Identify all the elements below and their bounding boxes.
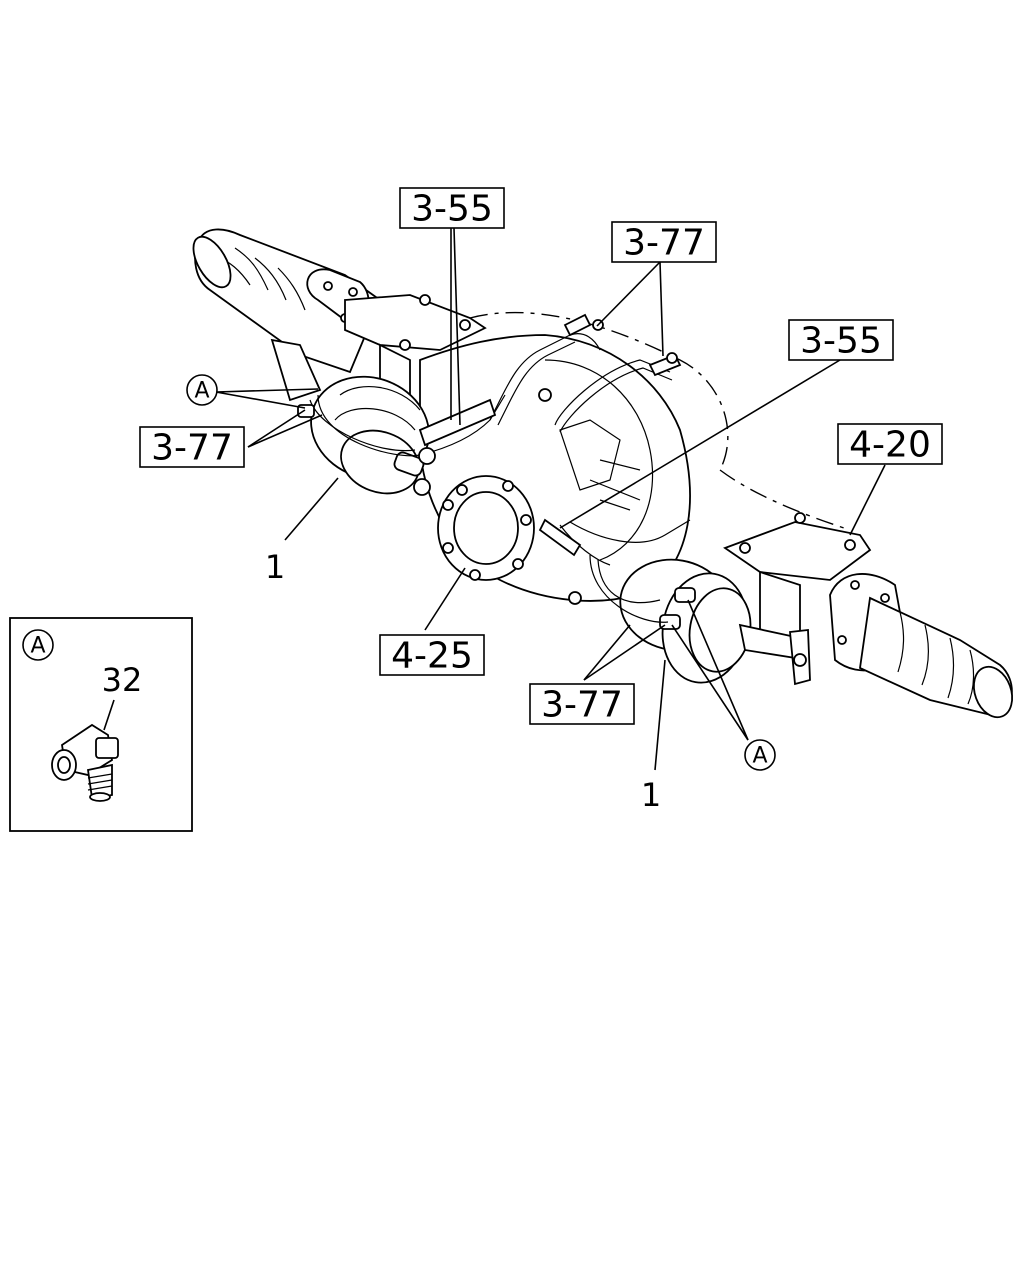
brake-chamber-left — [270, 338, 506, 496]
brake-chamber-right — [589, 554, 811, 686]
part-number-1-bottom: 1 — [641, 776, 661, 814]
ref-4-25: 4-25 — [379, 634, 485, 677]
rear-axle-housing — [192, 228, 1014, 719]
callout-a-left-label: A — [194, 379, 209, 404]
callout-a-right-label: A — [752, 744, 767, 769]
ref-3-77-top: 3-77 — [611, 221, 717, 264]
inset-a-label: A — [30, 634, 45, 659]
inset-detail-a: A 32 — [9, 617, 193, 832]
ref-3-77-top-label: 3-77 — [623, 223, 705, 264]
leader-lines — [215, 227, 886, 771]
callout-a-right: A — [744, 739, 776, 771]
ref-3-77-bottom-label: 3-77 — [541, 685, 623, 726]
part-number-1-left: 1 — [265, 548, 285, 586]
brake-pipes — [418, 313, 691, 566]
ref-4-20-label: 4-20 — [849, 425, 931, 466]
ref-3-77-left-label: 3-77 — [151, 428, 233, 469]
ref-3-55-top-label: 3-55 — [411, 189, 493, 230]
callout-a-left: A — [186, 374, 218, 406]
ref-3-55-right: 3-55 — [788, 319, 894, 362]
ref-3-55-top: 3-55 — [399, 187, 505, 230]
elbow-fitting-icon — [51, 723, 119, 802]
ref-3-55-right-label: 3-55 — [800, 321, 882, 362]
ref-4-20: 4-20 — [837, 423, 943, 466]
part-number-32: 32 — [102, 661, 143, 699]
ref-4-25-label: 4-25 — [391, 636, 473, 677]
ref-3-77-left: 3-77 — [139, 426, 245, 469]
ref-3-77-bottom: 3-77 — [529, 683, 635, 726]
